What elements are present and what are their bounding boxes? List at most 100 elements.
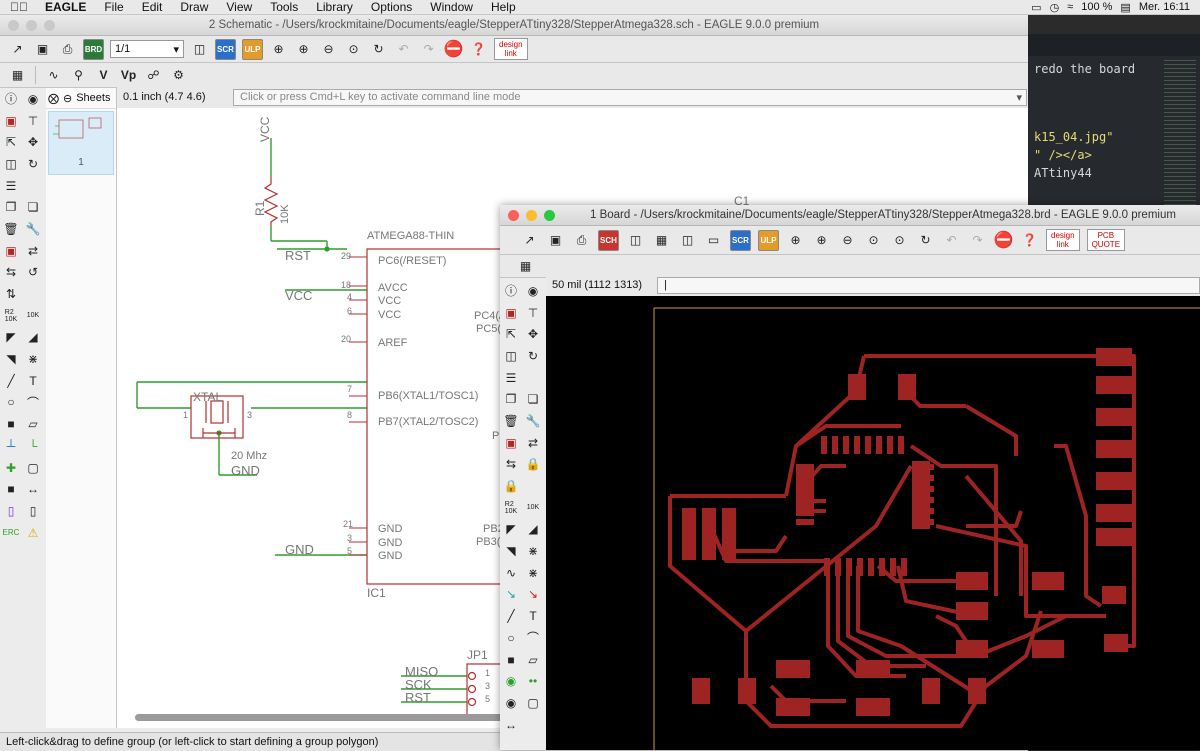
menu-window[interactable]: Window bbox=[412, 0, 473, 14]
copy-icon[interactable]: ❐ bbox=[5, 200, 17, 215]
measure-icon[interactable]: ↔ bbox=[505, 717, 517, 732]
net-tool-icon[interactable]: ∿ bbox=[48, 68, 59, 82]
timemachine-icon[interactable]: ◷ bbox=[1049, 1, 1060, 14]
zoom-last-icon[interactable]: ⊙ bbox=[868, 233, 879, 247]
ripup-icon[interactable]: ↘ bbox=[527, 587, 539, 602]
align-icon[interactable]: ☰ bbox=[505, 370, 517, 385]
meander-icon[interactable]: ∿ bbox=[505, 565, 517, 580]
replace-icon[interactable]: ⇄ bbox=[527, 435, 539, 450]
zoom-fit-icon[interactable]: ⊕ bbox=[790, 233, 801, 247]
settings-gear-icon[interactable]: ⚙ bbox=[173, 68, 184, 82]
rotate-icon[interactable]: ↻ bbox=[27, 156, 39, 171]
move-icon[interactable]: ✥ bbox=[527, 327, 539, 342]
arc-icon[interactable]: ⌒ bbox=[526, 631, 539, 646]
layers-icon[interactable]: ▣ bbox=[5, 113, 17, 128]
menu-file[interactable]: File bbox=[86, 0, 123, 14]
redraw-icon[interactable]: ↻ bbox=[373, 42, 384, 56]
schematic-titlebar[interactable]: 2 Schematic - /Users/krockmitaine/Docume… bbox=[0, 15, 1028, 36]
save-icon[interactable]: ▣ bbox=[36, 42, 49, 56]
dimension-icon[interactable]: ▢ bbox=[527, 695, 539, 710]
menu-library[interactable]: Library bbox=[298, 0, 353, 14]
move-group-icon[interactable]: ⇱ bbox=[5, 135, 17, 150]
zoom-select-icon[interactable]: ⊙ bbox=[348, 42, 359, 56]
arc-icon[interactable]: ⌒ bbox=[26, 395, 39, 410]
apple-icon[interactable]:  bbox=[0, 0, 36, 14]
invoke-icon[interactable]: ↺ bbox=[27, 265, 39, 280]
value-icon[interactable]: V bbox=[99, 68, 108, 82]
print-icon[interactable]: ⎙ bbox=[62, 41, 73, 56]
dimension-icon[interactable]: ↔ bbox=[27, 482, 39, 497]
replace-icon[interactable]: ⇄ bbox=[27, 243, 39, 258]
zoom-fit-icon[interactable]: ⊕ bbox=[273, 42, 284, 56]
via-icon[interactable]: ◉ bbox=[505, 674, 517, 689]
mirror-icon[interactable]: ◫ bbox=[505, 348, 517, 363]
switch-icon[interactable]: ◫ bbox=[629, 233, 642, 247]
zoom-button[interactable] bbox=[544, 209, 555, 221]
add-part-icon[interactable]: ▣ bbox=[5, 243, 17, 258]
hole-icon[interactable]: ◉ bbox=[505, 695, 517, 710]
menu-view[interactable]: View bbox=[208, 0, 252, 14]
print-icon[interactable]: ⎙ bbox=[576, 232, 587, 247]
menu-draw[interactable]: Draw bbox=[162, 0, 208, 14]
zoom-select-icon[interactable]: ⊙ bbox=[894, 233, 905, 247]
swap-icon[interactable]: ⇆ bbox=[505, 457, 517, 472]
port-icon[interactable]: ▯ bbox=[29, 503, 37, 518]
scrollbar-thumb[interactable] bbox=[135, 714, 515, 721]
close-button[interactable] bbox=[508, 209, 519, 221]
zoom-out-icon[interactable]: ⊖ bbox=[842, 233, 853, 247]
board-canvas[interactable] bbox=[546, 296, 1200, 750]
zoom-in-icon[interactable]: ⊕ bbox=[816, 233, 827, 247]
bus-icon[interactable]: ┴ bbox=[6, 438, 16, 453]
undo-icon[interactable]: ↶ bbox=[946, 233, 957, 247]
add-part-icon[interactable]: ▣ bbox=[505, 435, 517, 450]
line-icon[interactable]: ╱ bbox=[507, 609, 515, 624]
editor-minimap[interactable] bbox=[1164, 60, 1196, 210]
mirror-icon[interactable]: ◫ bbox=[5, 156, 17, 171]
smash-icon[interactable]: ◤ bbox=[506, 522, 516, 537]
ulp-icon[interactable]: ULP bbox=[242, 38, 263, 60]
open-icon[interactable]: ↗ bbox=[524, 233, 535, 247]
route-icon[interactable]: ↘ bbox=[505, 587, 517, 602]
redo-icon[interactable]: ↷ bbox=[423, 42, 434, 56]
help-icon[interactable]: ❓ bbox=[471, 42, 486, 56]
info-icon[interactable]: ⓘ bbox=[504, 284, 517, 299]
line-icon[interactable]: ╱ bbox=[7, 373, 15, 388]
optimize-icon[interactable]: ⋇ bbox=[27, 352, 39, 367]
split-icon[interactable]: ◥ bbox=[506, 544, 516, 559]
redraw-icon[interactable]: ↻ bbox=[920, 233, 931, 247]
show-icon[interactable]: ◉ bbox=[527, 283, 539, 298]
wifi-icon[interactable]: ≈ bbox=[1067, 1, 1074, 13]
rect-icon[interactable]: ■ bbox=[507, 652, 515, 667]
value-tool-icon[interactable]: 10K bbox=[26, 312, 40, 320]
ratsnest-icon[interactable]: ⋇ bbox=[527, 565, 539, 580]
menu-tools[interactable]: Tools bbox=[252, 0, 298, 14]
grid-icon[interactable]: ▦ bbox=[11, 68, 24, 82]
miter-icon[interactable]: ◢ bbox=[528, 522, 538, 537]
ulp-icon[interactable]: ULP bbox=[758, 229, 779, 251]
wrench-icon[interactable]: 🔧 bbox=[525, 413, 541, 428]
close-button[interactable] bbox=[8, 19, 19, 31]
split-icon[interactable]: ◥ bbox=[6, 352, 16, 367]
minimize-button[interactable] bbox=[526, 209, 537, 221]
polygon-icon[interactable]: ▱ bbox=[28, 417, 38, 432]
lock-icon[interactable]: 🔒 bbox=[525, 457, 541, 472]
rect-icon[interactable]: ■ bbox=[7, 417, 15, 432]
rotate-icon[interactable]: ↻ bbox=[527, 348, 539, 363]
layers-icon[interactable]: ▣ bbox=[505, 305, 517, 320]
redo-icon[interactable]: ↷ bbox=[972, 233, 983, 247]
sheet-thumbnail[interactable]: 1 bbox=[48, 111, 114, 175]
menu-options[interactable]: Options bbox=[352, 0, 412, 14]
optimize-icon[interactable]: ⋇ bbox=[527, 544, 539, 559]
signal-icon[interactable]: •• bbox=[528, 674, 538, 689]
board-switch-icon[interactable]: ◫ bbox=[193, 42, 206, 56]
board-titlebar[interactable]: 1 Board - /Users/krockmitaine/Documents/… bbox=[500, 205, 1200, 226]
align-icon[interactable]: ☰ bbox=[5, 178, 17, 193]
miter-icon[interactable]: ◢ bbox=[28, 330, 38, 345]
swap-gate-icon[interactable]: ⇆ bbox=[5, 265, 17, 280]
info-icon[interactable]: ⓘ bbox=[4, 92, 17, 107]
errors-icon[interactable]: ⚠ bbox=[27, 525, 39, 540]
remove-sheet-icon[interactable]: ⊖ bbox=[63, 92, 73, 105]
